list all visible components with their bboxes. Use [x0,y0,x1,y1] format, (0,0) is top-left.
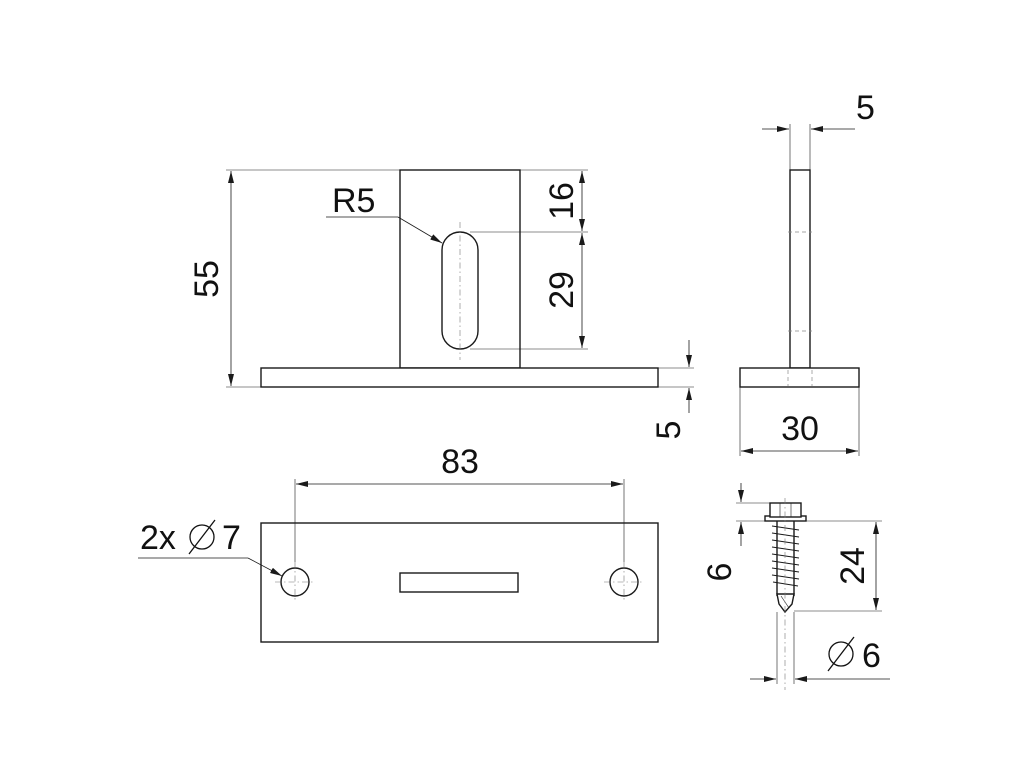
dim-label-hole-count: 2x [140,519,176,557]
dim-label-total-height: 55 [188,260,226,298]
dim-label-base-thickness: 5 [650,421,688,440]
dim-label-hole-spacing: 83 [441,443,479,481]
side-view: 5 30 [739,89,875,456]
front-base-plate [260,367,659,388]
dim-label-slot-offset: 16 [543,182,581,220]
dim-label-hole-diameter: 7 [222,519,241,557]
dim-label-base-width: 30 [781,410,819,448]
front-view: 55 16 29 R5 5 [188,169,694,440]
screw-thread [771,525,800,587]
dim-label-head-height: 6 [701,563,739,582]
dim-label-screw-diameter: 6 [862,637,881,675]
leader-hole [247,557,283,577]
leader-r5 [397,216,443,244]
side-base-plate [739,367,860,388]
dim-label-slot-radius: R5 [332,182,375,220]
dim-label-upright-thickness: 5 [856,89,875,127]
diameter-symbol-icon [827,636,855,672]
diameter-symbol-icon [188,519,216,555]
side-upright-plate [789,169,811,369]
top-view: 83 2x 7 [138,443,659,643]
top-slot [399,572,519,593]
dim-label-screw-length: 24 [834,547,872,585]
dim-label-slot-length: 29 [543,271,581,309]
screw-hex-head [769,502,802,518]
screw-view: 6 24 6 [701,483,890,690]
